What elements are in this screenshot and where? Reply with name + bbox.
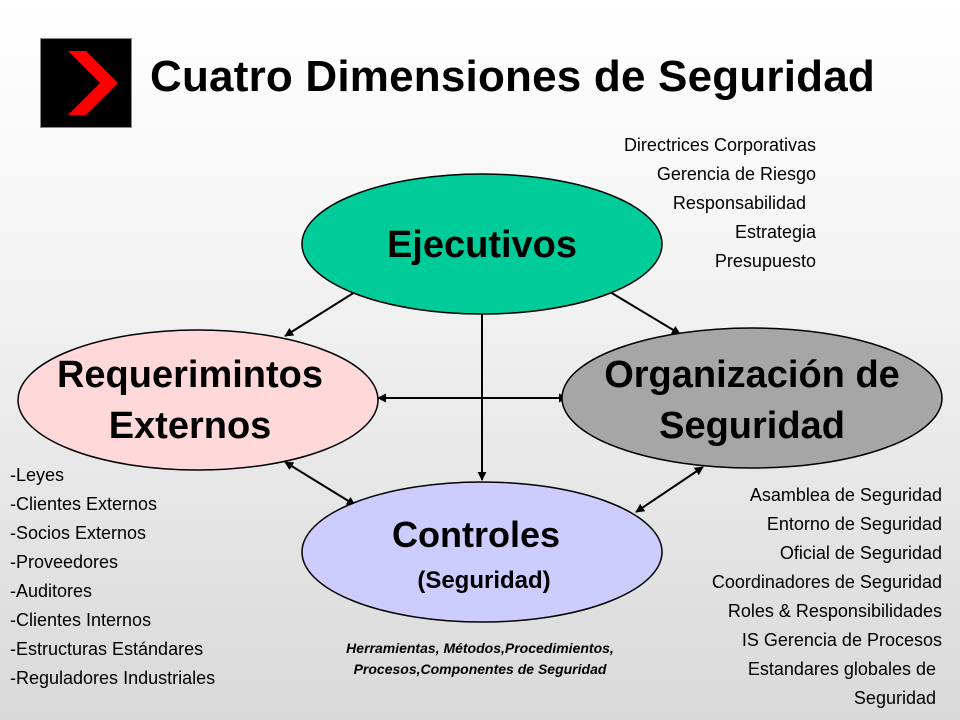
externos-label-line1: Requerimintos	[57, 354, 323, 396]
controles-node	[301, 481, 663, 623]
list-item: -Clientes Internos	[10, 610, 152, 630]
list-item: Asamblea de Seguridad	[749, 485, 942, 505]
list-item: Estrategia	[734, 222, 816, 242]
list-item: -Leyes	[10, 465, 65, 485]
list-item: Entorno de Seguridad	[766, 514, 942, 534]
list-item: -Auditores	[10, 581, 93, 601]
arrow-ejecutivos-externos	[284, 291, 356, 337]
arrow-externos-controles	[284, 461, 356, 506]
organizacion-label-line1: Organización de	[604, 354, 900, 396]
externos-node	[17, 329, 379, 471]
list-item: Presupuesto	[714, 251, 816, 271]
list-item: Responsabilidad	[672, 193, 806, 213]
ejecutivos-items: Directrices Corporativas Gerencia de Rie…	[624, 131, 816, 276]
externos-items: -Leyes -Clientes Externos -Socios Extern…	[10, 461, 215, 693]
list-item: Directrices Corporativas	[623, 135, 816, 155]
list-item: Roles & Responsibilidades	[727, 601, 942, 621]
list-item: -Reguladores Industriales	[10, 668, 216, 688]
externos-label-line2: Externos	[109, 405, 272, 447]
list-item: -Estructuras Estándares	[10, 639, 204, 659]
list-item: Oficial de Seguridad	[779, 543, 942, 563]
ejecutivos-node	[301, 173, 663, 315]
controles-label-line1: Controles	[392, 514, 560, 555]
logo	[40, 38, 132, 128]
list-item: Herramientas, Métodos,Procedimientos,	[346, 640, 614, 656]
list-item: IS Gerencia de Procesos	[741, 630, 942, 650]
controles-label-line2: (Seguridad)	[417, 567, 550, 594]
organizacion-node	[561, 327, 943, 469]
controles-items: Herramientas, Métodos,Procedimientos, Pr…	[298, 638, 662, 680]
ejecutivos-label: Ejecutivos	[387, 224, 577, 266]
list-item: -Clientes Externos	[10, 494, 158, 514]
list-item: Gerencia de Riesgo	[656, 164, 816, 184]
chevron-right-icon	[68, 51, 118, 115]
arrow-ejecutivos-organizacion	[609, 291, 681, 335]
list-item: -Proveedores	[10, 552, 119, 572]
list-item: Estandares globales de	[747, 659, 936, 679]
organizacion-items: Asamblea de Seguridad Entorno de Segurid…	[712, 481, 942, 713]
arrow-organizacion-controles	[635, 466, 704, 513]
list-item: Coordinadores de Seguridad	[711, 572, 942, 592]
list-item: -Socios Externos	[10, 523, 147, 543]
list-item: Procesos,Componentes de Seguridad	[353, 661, 607, 677]
page-title: Cuatro Dimensiones de Seguridad	[150, 52, 876, 101]
list-item: Seguridad	[853, 688, 936, 708]
organizacion-label-line2: Seguridad	[659, 405, 845, 447]
